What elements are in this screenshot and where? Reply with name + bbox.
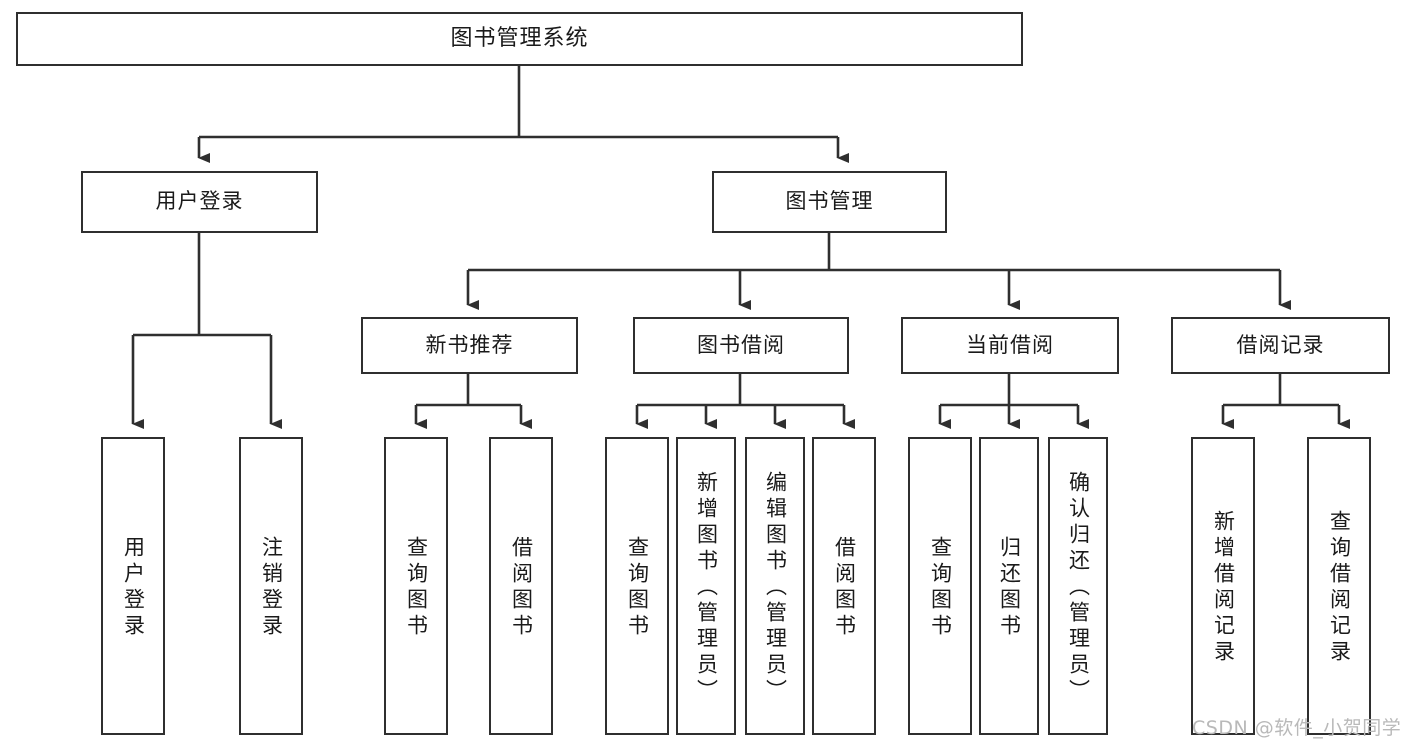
leaf-record-query[interactable]: 查询借阅记录	[1307, 437, 1371, 735]
leaf-new-book-borrow[interactable]: 借阅图书	[489, 437, 553, 735]
node-label: 新增图书（管理员）	[694, 471, 719, 705]
node-label: 新书推荐	[425, 332, 514, 357]
node-book-management[interactable]: 图书管理	[712, 171, 947, 233]
leaf-current-query-book[interactable]: 查询图书	[908, 437, 972, 735]
node-label: 借阅记录	[1236, 332, 1325, 357]
leaf-current-return-book[interactable]: 归还图书	[979, 437, 1039, 735]
node-user-login[interactable]: 用户登录	[81, 171, 318, 233]
node-root-system[interactable]: 图书管理系统	[16, 12, 1023, 66]
node-label: 查询图书	[404, 536, 429, 640]
leaf-borrow-add-book-admin[interactable]: 新增图书（管理员）	[676, 437, 736, 735]
node-label: 图书借阅	[697, 332, 785, 357]
node-label: 当前借阅	[966, 332, 1054, 357]
node-borrow-record[interactable]: 借阅记录	[1171, 317, 1390, 374]
node-label: 图书管理	[785, 189, 874, 214]
leaf-logout[interactable]: 注销登录	[239, 437, 303, 735]
leaf-borrow-query-book[interactable]: 查询图书	[605, 437, 669, 735]
node-current-borrow[interactable]: 当前借阅	[901, 317, 1119, 374]
leaf-borrow-edit-book-admin[interactable]: 编辑图书（管理员）	[745, 437, 805, 735]
leaf-new-book-query[interactable]: 查询图书	[384, 437, 448, 735]
node-label: 借阅图书	[509, 536, 534, 640]
node-label: 用户登录	[121, 536, 146, 640]
leaf-record-add[interactable]: 新增借阅记录	[1191, 437, 1255, 735]
node-label: 注销登录	[259, 536, 284, 640]
node-label: 归还图书	[997, 536, 1022, 640]
node-label: 借阅图书	[832, 536, 857, 640]
node-label: 查询图书	[928, 536, 953, 640]
node-label: 新增借阅记录	[1211, 510, 1236, 666]
leaf-borrow-borrow-book[interactable]: 借阅图书	[812, 437, 876, 735]
leaf-current-confirm-return-admin[interactable]: 确认归还（管理员）	[1048, 437, 1108, 735]
node-label: 查询图书	[625, 536, 650, 640]
node-label: 图书管理系统	[450, 25, 589, 51]
node-new-book-recommend[interactable]: 新书推荐	[361, 317, 578, 374]
node-book-borrow[interactable]: 图书借阅	[633, 317, 849, 374]
leaf-user-login[interactable]: 用户登录	[101, 437, 165, 735]
node-label: 编辑图书（管理员）	[763, 471, 788, 705]
node-label: 用户登录	[155, 189, 244, 214]
node-label: 查询借阅记录	[1327, 510, 1352, 666]
node-label: 确认归还（管理员）	[1066, 471, 1091, 705]
